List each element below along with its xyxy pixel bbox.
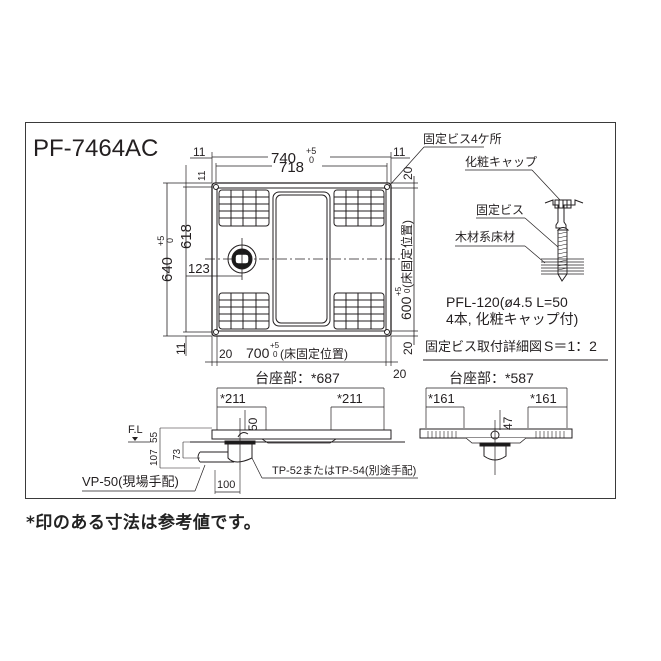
svg-text:+5: +5 (306, 146, 316, 156)
floor-label: 木材系床材 (455, 230, 515, 244)
svg-text:73: 73 (172, 448, 183, 460)
grid-pad-top-left (218, 189, 270, 227)
model-title: PF-7464AC (33, 135, 158, 162)
detail-scale: S＝1：2 (544, 338, 597, 354)
cap-label: 化粧キャップ (465, 155, 537, 169)
svg-text:20: 20 (401, 166, 415, 180)
detail-caption: 固定ビス取付詳細図 (425, 339, 542, 354)
svg-text:+5: +5 (156, 236, 166, 246)
svg-text:0: 0 (403, 288, 412, 293)
screw-label: 固定ビス (476, 202, 524, 217)
part-spec-line1: PFL-120(ø4.5 L=50 (446, 294, 568, 310)
svg-text:*161: *161 (428, 391, 455, 406)
svg-text:+5: +5 (270, 341, 280, 350)
drain-icon (227, 238, 257, 280)
svg-text:(床固定位置): (床固定位置) (280, 346, 348, 361)
dim-fix-depth: 600 (398, 296, 414, 320)
plan-view: 740 +5 0 718 11 11 640 +5 0 618 11 11 12… (156, 131, 502, 381)
dim-drain-offset: 123 (188, 261, 210, 276)
svg-text:*211: *211 (337, 391, 363, 406)
svg-text:*211: *211 (220, 391, 246, 406)
svg-text:+5: +5 (394, 286, 403, 296)
svg-text:*161: *161 (530, 391, 557, 406)
svg-text:55: 55 (149, 431, 160, 443)
dim-inner-depth: 618 (178, 224, 195, 249)
svg-text:107: 107 (149, 449, 160, 466)
dim-overall-depth: 640 (159, 257, 176, 282)
svg-text:100: 100 (217, 479, 235, 491)
footnote: *印のある寸法は参考値です。 (26, 513, 262, 533)
svg-text:20: 20 (401, 341, 415, 355)
dim-fix-width: 700 (246, 345, 270, 361)
svg-text:20: 20 (219, 347, 233, 361)
drawing-frame (25, 122, 616, 499)
svg-text:0: 0 (165, 238, 175, 243)
dim-overall-width: 740 (271, 150, 296, 167)
front-side-view: 台座部：*687 *211 *211 50 F.L 55 107 73 (82, 370, 418, 494)
dim-margin-left: 11 (193, 145, 206, 159)
svg-text:50: 50 (246, 417, 260, 431)
svg-text:0: 0 (273, 350, 278, 359)
base-width-587: 台座部：*587 (449, 370, 534, 386)
side-view-587: 台座部：*587 *161 *161 47 (419, 370, 573, 475)
floor-level-label: F.L (128, 424, 143, 436)
svg-text:(床固定位置): (床固定位置) (399, 220, 414, 288)
dim-inner-width: 718 (279, 159, 304, 176)
grid-pad-bottom-left (218, 292, 270, 330)
screw-callout: 固定ビス4ケ所 (423, 131, 502, 146)
svg-text:0: 0 (309, 155, 314, 165)
svg-text:11: 11 (197, 170, 208, 181)
base-width-687: 台座部：*687 (255, 370, 340, 386)
part-spec-line2: 4本, 化粧キャップ付) (446, 311, 578, 327)
svg-text:47: 47 (501, 416, 515, 430)
grid-pad-top-right (333, 189, 385, 227)
corner-screw-icon (213, 184, 390, 335)
svg-text:20: 20 (393, 367, 407, 381)
floor-level-marker-icon (132, 437, 138, 441)
dim-margin-bottom: 11 (174, 342, 188, 355)
trap-label: TP-52またはTP-54(別途手配) (272, 463, 416, 477)
grid-pad-bottom-right (333, 292, 385, 330)
screw-detail-view: 化粧キャップ 固定ビス 木材系床材 PFL-120(ø4.5 L=50 4本, … (423, 155, 608, 361)
dim-margin-right: 11 (393, 145, 406, 159)
pipe-label: VP-50(現場手配) (82, 474, 179, 489)
